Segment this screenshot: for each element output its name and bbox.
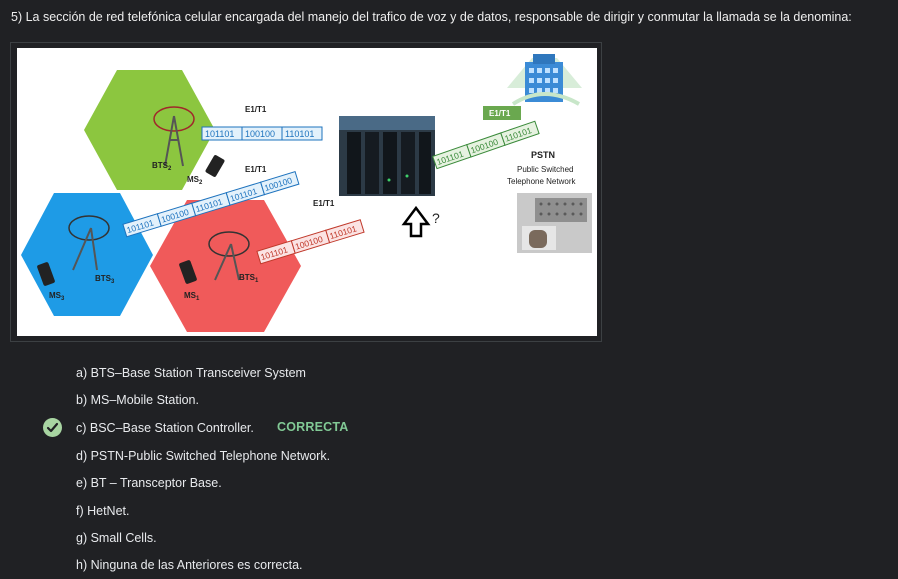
option-d[interactable]: d) PSTN-Public Switched Telephone Networ… [76,449,331,463]
bitstream-blue: 101101 100100 110101 101101 100100 [122,171,300,238]
ms3-phone-icon [37,262,55,286]
pstn-line2: Telephone Network [507,177,576,186]
option-e[interactable]: e) BT – Transceptor Base. [76,476,222,490]
svg-text:101101: 101101 [205,129,234,139]
bts1-label: BTS1 [239,273,259,284]
arrow-up-icon [401,205,431,238]
bts2-antenna-icon [153,106,195,167]
question-mark: ? [432,210,440,226]
e1t1-pstn-box [483,106,521,120]
bts1-antenna-icon [208,231,250,281]
option-c[interactable]: c) BSC–Base Station Controller. [76,421,254,435]
e1t1-label-lower: E1/T1 [313,199,335,208]
e1t1-label-top: E1/T1 [245,105,267,114]
ms3-label: MS3 [49,291,65,302]
red-cell [150,200,301,332]
switching-center-image [339,116,435,196]
green-cell [84,70,215,190]
check-circle-icon [43,418,62,437]
ms1-label: MS1 [184,291,200,302]
ms2-label: MS2 [187,175,203,186]
switchboard-image [517,193,592,253]
bts3-label: BTS3 [95,274,115,285]
pstn-title: PSTN [531,150,555,160]
e1t1-label-mid: E1/T1 [245,165,267,174]
blue-cell [21,193,153,316]
ms1-phone-icon [179,260,197,284]
correct-badge: CORRECTA [277,420,349,434]
network-diagram: BTS2 MS2 BTS3 MS3 BTS1 MS1 E1/T1 E1/T1 E… [21,54,592,332]
figure-canvas: BTS2 MS2 BTS3 MS3 BTS1 MS1 E1/T1 E1/T1 E… [17,48,597,336]
question-figure: BTS2 MS2 BTS3 MS3 BTS1 MS1 E1/T1 E1/T1 E… [10,42,602,342]
option-f[interactable]: f) HetNet. [76,504,130,518]
bitstream-green: 101101 100100 110101 [201,126,323,141]
option-a[interactable]: a) BTS–Base Station Transceiver System [76,366,306,380]
e1t1-label-pstn: E1/T1 [489,109,511,118]
option-h[interactable]: h) Ninguna de las Anteriores es correcta… [76,558,303,572]
option-b[interactable]: b) MS–Mobile Station. [76,393,199,407]
ms2-phone-icon [205,155,225,177]
bitstream-red: 101101 100100 110101 [256,219,365,265]
option-g[interactable]: g) Small Cells. [76,531,157,545]
svg-text:110101: 110101 [285,129,314,139]
bts2-label: BTS2 [152,161,172,172]
bts3-antenna-icon [68,215,110,271]
bitstream-pstn: 101101 100100 110101 [432,120,540,170]
svg-text:100100: 100100 [245,129,275,139]
building-icon [507,54,582,106]
pstn-line1: Public Switched [517,165,573,174]
question-text: 5) La sección de red telefónica celular … [11,10,852,24]
